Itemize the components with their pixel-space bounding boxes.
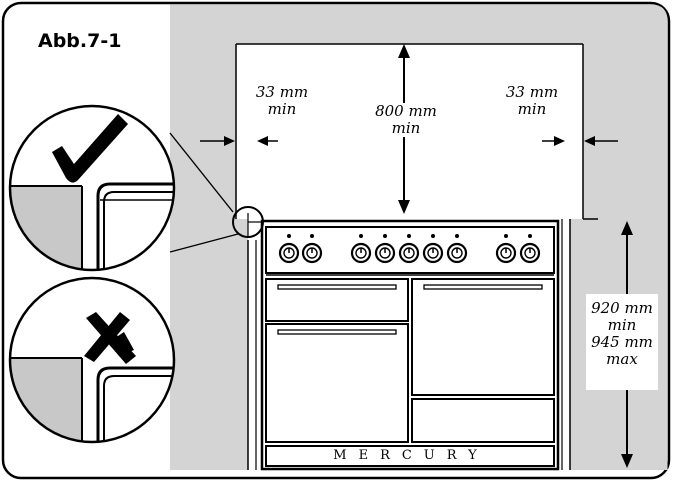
control-knob-icon — [495, 234, 517, 264]
cooker-height-arrow — [586, 221, 658, 468]
right-gap-arrows — [542, 136, 618, 146]
cooker-height-label: 920 mm min 945 mm max — [584, 300, 660, 368]
figure-label: Abb.7-1 — [38, 30, 122, 52]
top-gap-label: 800 mm min — [364, 103, 448, 137]
range-cooker — [260, 219, 560, 471]
control-knob-icon — [350, 234, 372, 264]
height-min-value: 920 mm — [591, 299, 653, 317]
control-knob-icon — [519, 234, 541, 264]
height-min-qualifier: min — [607, 316, 637, 334]
left-gap-qualifier: min — [267, 100, 297, 118]
detail-marker — [232, 206, 264, 238]
cross-mark-icon — [84, 312, 136, 364]
check-mark-icon — [52, 114, 128, 183]
control-knob-icon — [446, 234, 468, 264]
left-gap-arrows — [200, 136, 278, 146]
top-gap-qualifier: min — [391, 119, 421, 137]
right-gap-value: 33 mm — [505, 83, 559, 101]
brand-name: MERCURY — [333, 448, 489, 463]
control-knob-icon — [422, 234, 444, 264]
control-knob-icon — [398, 234, 420, 264]
incorrect-fit-detail — [8, 276, 176, 444]
control-knob-icon — [278, 234, 300, 264]
top-gap-value: 800 mm — [375, 102, 437, 120]
right-gap-qualifier: min — [517, 100, 547, 118]
height-max-value: 945 mm — [591, 333, 653, 351]
right-gap-label: 33 mm min — [494, 84, 570, 118]
control-knobs — [278, 234, 541, 264]
height-max-qualifier: max — [606, 350, 638, 368]
left-gap-value: 33 mm — [255, 83, 309, 101]
left-gap-label: 33 mm min — [244, 84, 320, 118]
control-knob-icon — [301, 234, 323, 264]
control-knob-icon — [374, 234, 396, 264]
